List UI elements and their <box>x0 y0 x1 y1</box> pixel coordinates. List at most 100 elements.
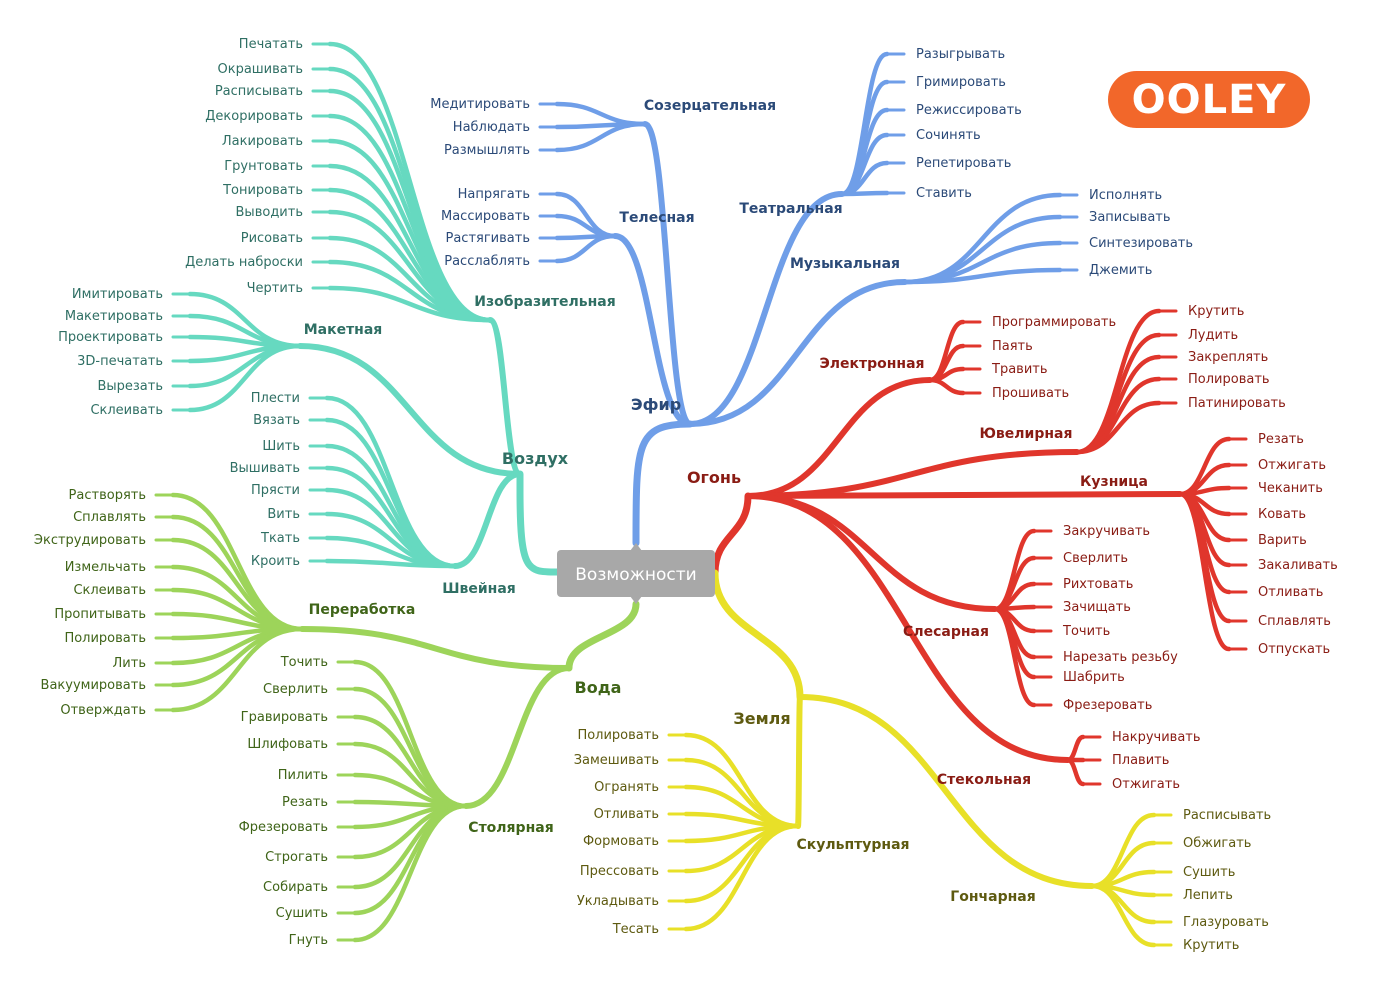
branch-water-1[interactable]: Столярная <box>468 820 553 836</box>
leaf-water-1-4[interactable]: Пилить <box>278 768 328 783</box>
leaf-ether-0-2[interactable]: Размышлять <box>444 143 530 158</box>
root-node[interactable]: Возможности <box>557 543 715 604</box>
leaf-ether-0-1[interactable]: Наблюдать <box>453 120 530 135</box>
leaf-fire-4-1[interactable]: Плавить <box>1112 753 1169 768</box>
leaf-fire-3-2[interactable]: Рихтовать <box>1063 577 1133 592</box>
branch-earth-0[interactable]: Скульптурная <box>796 837 909 853</box>
leaf-water-1-7[interactable]: Строгать <box>265 850 328 865</box>
leaf-air-0-0[interactable]: Печатать <box>239 37 303 52</box>
leaf-fire-1-2[interactable]: Закреплять <box>1188 350 1268 365</box>
branch-fire-4[interactable]: Стекольная <box>937 772 1031 788</box>
leaf-fire-0-3[interactable]: Прошивать <box>992 386 1069 401</box>
leaf-ether-2-0[interactable]: Разыгрывать <box>916 47 1005 62</box>
leaf-air-2-0[interactable]: Плести <box>251 391 300 406</box>
leaf-air-0-7[interactable]: Выводить <box>236 205 303 220</box>
leaf-fire-4-2[interactable]: Отжигать <box>1112 777 1180 792</box>
leaf-earth-1-2[interactable]: Сушить <box>1183 865 1235 880</box>
branch-fire-0[interactable]: Электронная <box>819 356 924 372</box>
leaf-fire-3-5[interactable]: Нарезать резьбу <box>1063 650 1178 665</box>
leaf-earth-0-0[interactable]: Полировать <box>577 728 659 743</box>
leaf-fire-2-0[interactable]: Резать <box>1258 432 1304 447</box>
branch-fire-3[interactable]: Слесарная <box>903 624 989 640</box>
leaf-ether-1-0[interactable]: Напрягать <box>458 187 530 202</box>
leaf-fire-2-5[interactable]: Закаливать <box>1258 558 1338 573</box>
leaf-earth-0-2[interactable]: Огранять <box>594 780 659 795</box>
leaf-water-0-3[interactable]: Измельчать <box>65 560 146 575</box>
leaf-fire-1-3[interactable]: Полировать <box>1188 372 1270 387</box>
leaf-earth-1-0[interactable]: Расписывать <box>1183 808 1271 823</box>
leaf-water-1-6[interactable]: Фрезеровать <box>239 820 328 835</box>
branch-ether-1[interactable]: Телесная <box>619 210 694 226</box>
leaf-air-2-6[interactable]: Ткать <box>260 531 300 546</box>
branch-air-2[interactable]: Швейная <box>442 581 516 597</box>
leaf-air-1-5[interactable]: Склеивать <box>90 403 163 418</box>
leaf-ether-3-2[interactable]: Синтезировать <box>1089 236 1193 251</box>
leaf-fire-3-3[interactable]: Зачищать <box>1063 600 1131 615</box>
leaf-fire-4-0[interactable]: Накручивать <box>1112 730 1201 745</box>
leaf-air-1-1[interactable]: Макетировать <box>65 309 163 324</box>
branch-ether-2[interactable]: Театральная <box>739 201 842 217</box>
element-earth[interactable]: Земля <box>733 709 790 728</box>
leaf-water-1-3[interactable]: Шлифовать <box>247 737 328 752</box>
branch-fire-2[interactable]: Кузница <box>1080 474 1148 490</box>
leaf-ether-1-1[interactable]: Массировать <box>441 209 530 224</box>
leaf-water-0-0[interactable]: Растворять <box>69 488 146 503</box>
branch-earth-1[interactable]: Гончарная <box>950 889 1035 905</box>
leaf-air-0-3[interactable]: Декорировать <box>205 109 303 124</box>
leaf-fire-0-0[interactable]: Программировать <box>992 315 1116 330</box>
leaf-fire-1-1[interactable]: Лудить <box>1188 328 1238 343</box>
leaf-fire-3-6[interactable]: Шабрить <box>1063 670 1125 685</box>
leaf-ether-3-0[interactable]: Исполнять <box>1089 188 1162 203</box>
leaf-air-1-0[interactable]: Имитировать <box>72 287 163 302</box>
element-ether[interactable]: Эфир <box>631 395 681 414</box>
leaf-earth-1-4[interactable]: Глазуровать <box>1183 915 1269 930</box>
leaf-ether-1-2[interactable]: Растягивать <box>446 231 531 246</box>
leaf-ether-2-2[interactable]: Режиссировать <box>916 103 1022 118</box>
leaf-air-2-3[interactable]: Вышивать <box>230 461 300 476</box>
leaf-earth-0-4[interactable]: Формовать <box>583 834 659 849</box>
branch-ether-3[interactable]: Музыкальная <box>790 256 900 272</box>
leaf-air-1-2[interactable]: Проектировать <box>58 330 163 345</box>
leaf-fire-0-1[interactable]: Паять <box>992 339 1033 354</box>
leaf-water-1-5[interactable]: Резать <box>282 795 328 810</box>
leaf-earth-1-5[interactable]: Крутить <box>1183 938 1239 953</box>
leaf-earth-1-1[interactable]: Обжигать <box>1183 836 1251 851</box>
leaf-air-0-2[interactable]: Расписывать <box>215 84 303 99</box>
leaf-fire-2-4[interactable]: Варить <box>1258 533 1307 548</box>
leaf-fire-2-8[interactable]: Отпускать <box>1258 642 1330 657</box>
leaf-ether-2-5[interactable]: Ставить <box>916 186 972 201</box>
leaf-water-1-8[interactable]: Собирать <box>263 880 328 895</box>
leaf-fire-3-0[interactable]: Закручивать <box>1063 524 1150 539</box>
leaf-water-1-10[interactable]: Гнуть <box>289 933 328 948</box>
leaf-air-0-1[interactable]: Окрашивать <box>217 62 303 77</box>
leaf-water-0-1[interactable]: Сплавлять <box>73 510 146 525</box>
leaf-ether-3-1[interactable]: Записывать <box>1089 210 1171 225</box>
leaf-water-0-4[interactable]: Склеивать <box>73 583 146 598</box>
leaf-air-1-3[interactable]: 3D-печатать <box>77 354 163 369</box>
leaf-earth-0-5[interactable]: Прессовать <box>580 864 659 879</box>
leaf-ether-3-3[interactable]: Джемить <box>1089 263 1152 278</box>
leaf-ether-2-4[interactable]: Репетировать <box>916 156 1011 171</box>
element-water[interactable]: Вода <box>575 678 622 697</box>
leaf-air-2-7[interactable]: Кроить <box>251 554 300 569</box>
leaf-fire-2-7[interactable]: Сплавлять <box>1258 614 1331 629</box>
branch-air-1[interactable]: Макетная <box>304 322 383 338</box>
leaf-air-2-1[interactable]: Вязать <box>253 413 300 428</box>
leaf-earth-0-1[interactable]: Замешивать <box>574 753 659 768</box>
leaf-water-0-2[interactable]: Экструдировать <box>34 533 146 548</box>
element-fire[interactable]: Огонь <box>687 468 741 487</box>
branch-water-0[interactable]: Переработка <box>309 602 416 618</box>
leaf-fire-3-1[interactable]: Сверлить <box>1063 551 1128 566</box>
branch-air-0[interactable]: Изобразительная <box>474 294 615 310</box>
leaf-ether-2-3[interactable]: Сочинять <box>916 128 981 143</box>
leaf-water-1-1[interactable]: Сверлить <box>263 682 328 697</box>
leaf-water-0-8[interactable]: Вакуумировать <box>41 678 146 693</box>
leaf-earth-0-7[interactable]: Тесать <box>612 922 659 937</box>
leaf-water-1-2[interactable]: Гравировать <box>241 710 328 725</box>
element-air[interactable]: Воздух <box>502 449 569 468</box>
leaf-earth-1-3[interactable]: Лепить <box>1183 888 1233 903</box>
leaf-ether-2-1[interactable]: Гримировать <box>916 75 1006 90</box>
leaf-water-1-9[interactable]: Сушить <box>276 906 328 921</box>
leaf-fire-3-7[interactable]: Фрезеровать <box>1063 698 1152 713</box>
leaf-air-2-4[interactable]: Прясти <box>251 483 300 498</box>
